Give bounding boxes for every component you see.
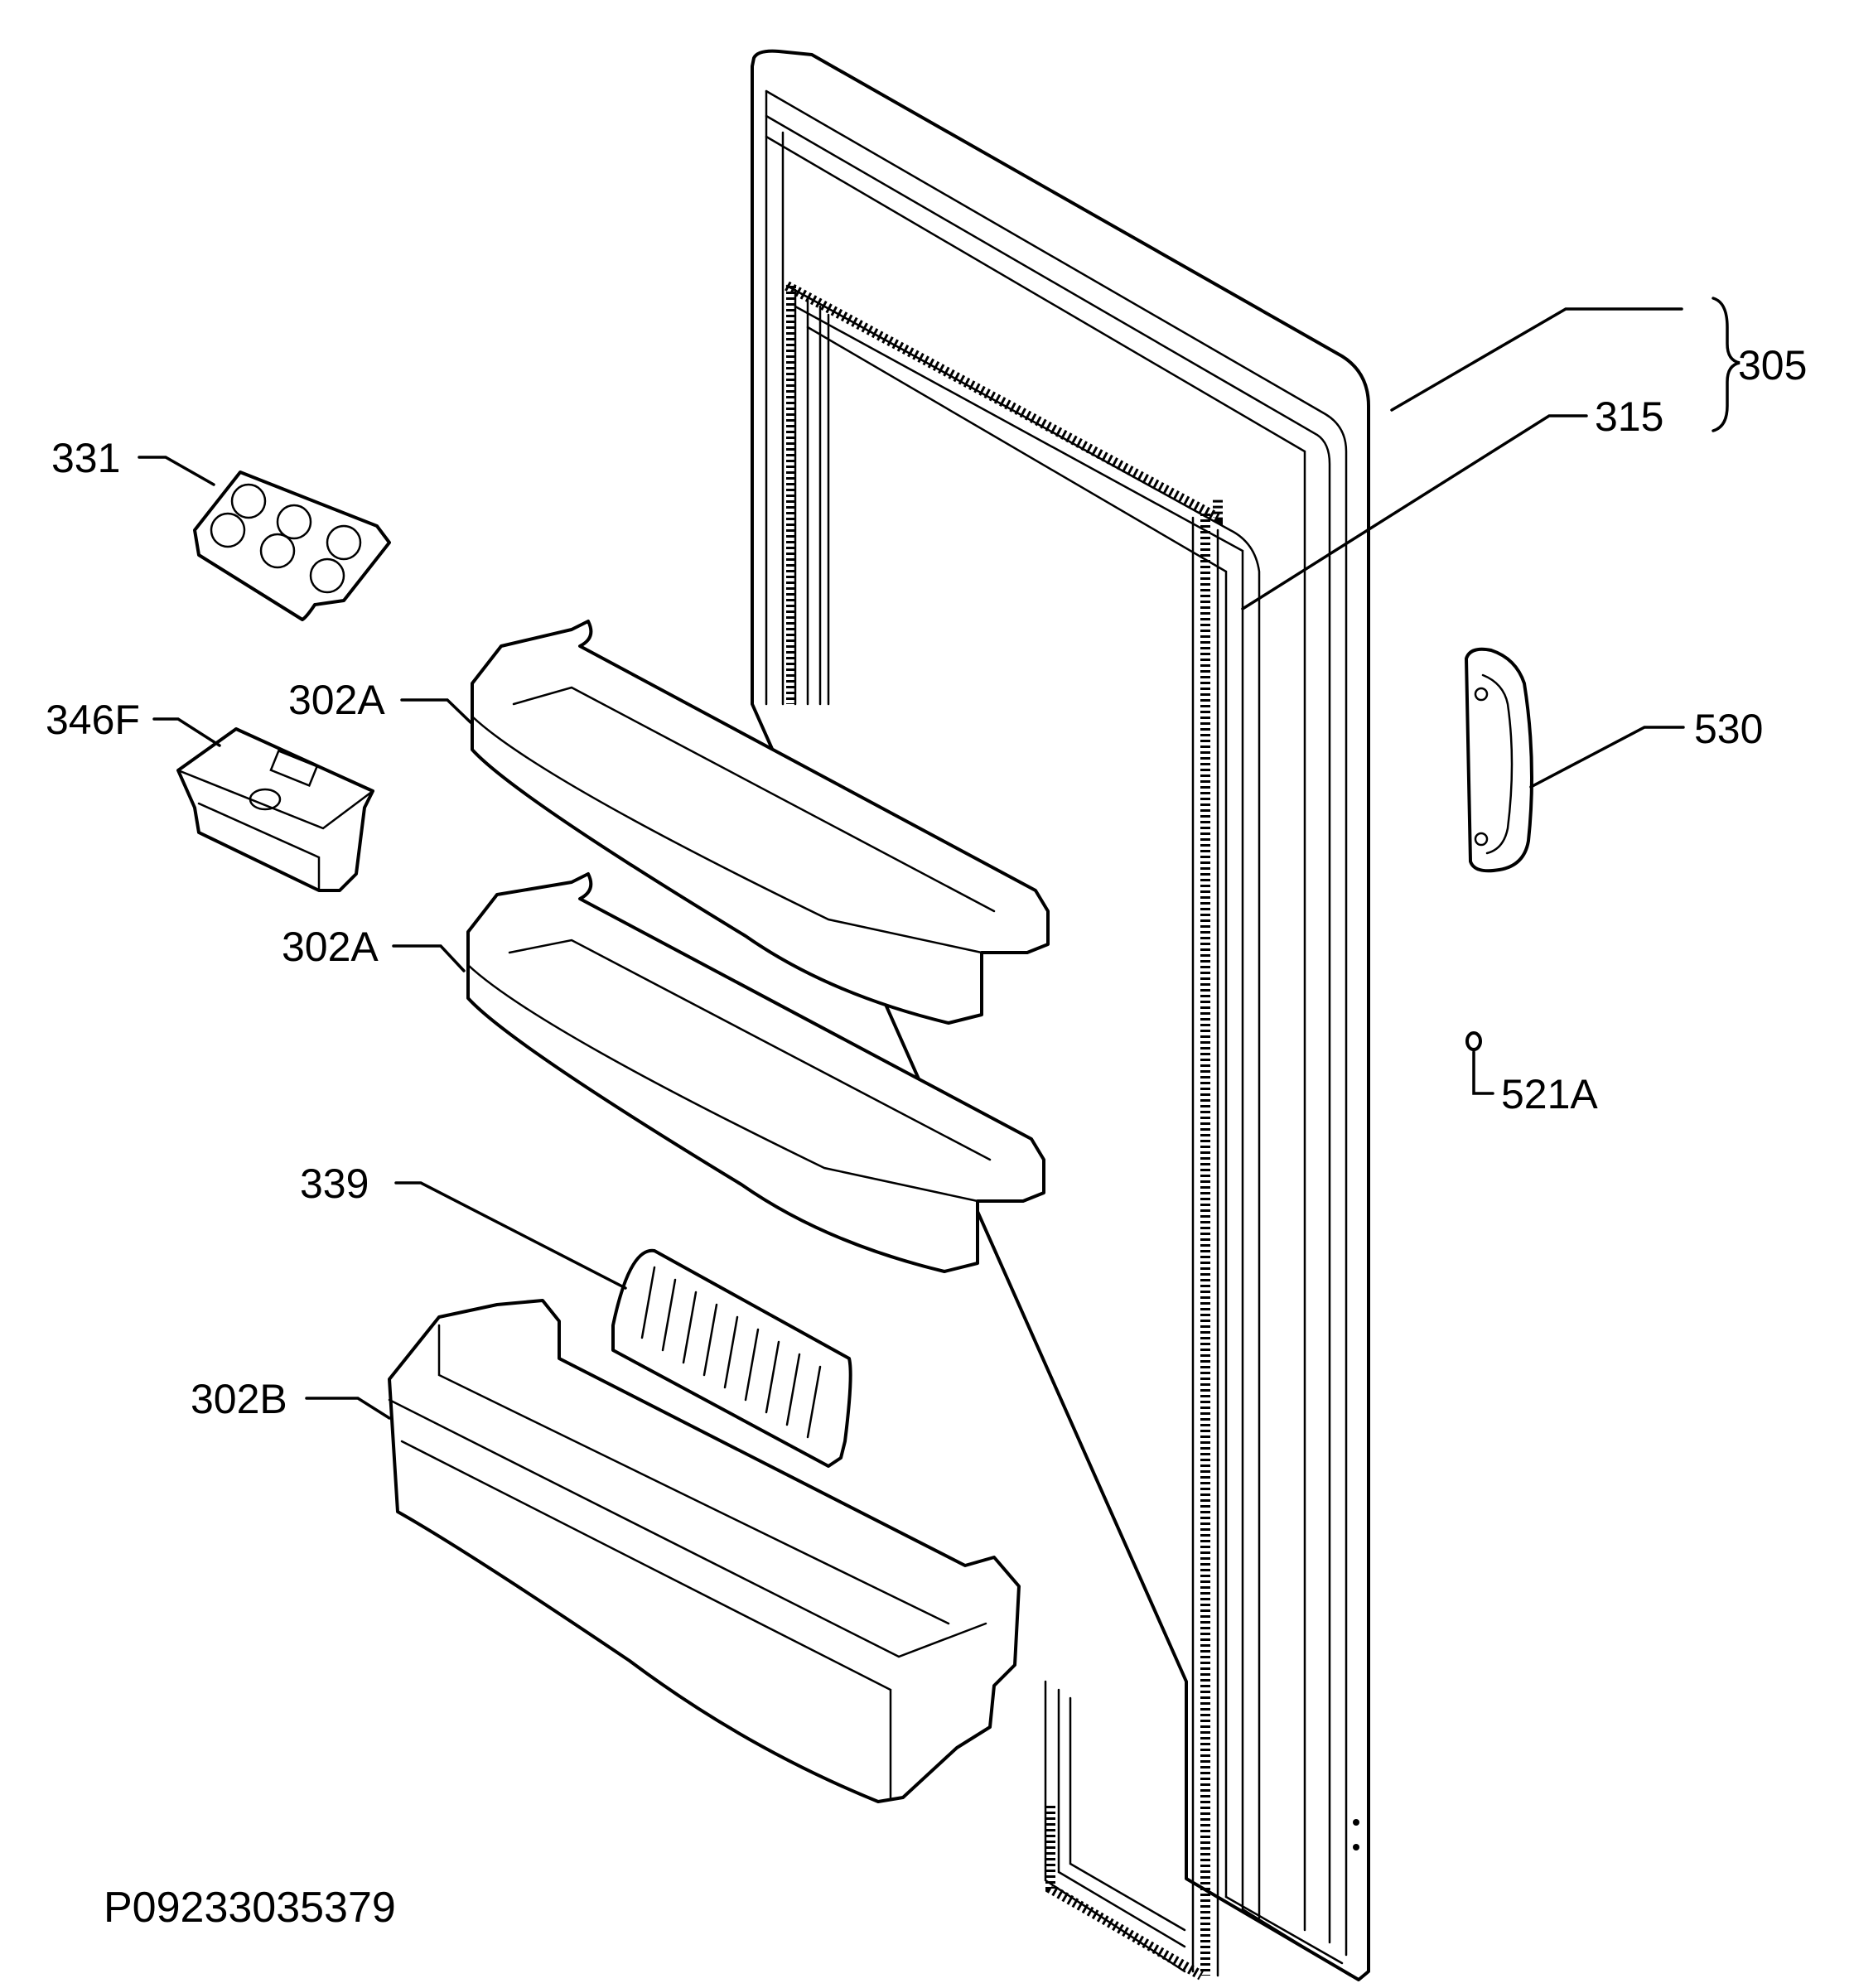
door-shelf-middle-body — [466, 872, 1045, 1273]
label-305: 305 — [1738, 342, 1807, 388]
handle-body — [1465, 647, 1533, 873]
divider-rib-4 — [702, 1303, 718, 1377]
gasket-seal — [785, 281, 1223, 1981]
door-bottom-edge — [1241, 1908, 1352, 1977]
door-outer-panel — [751, 49, 1370, 1981]
dairy-compartment-front — [197, 802, 321, 892]
dairy-compartment-badge — [269, 749, 319, 788]
door-handle-part — [1465, 647, 1533, 873]
screw-plug — [1465, 1031, 1482, 1051]
brace-305 — [1712, 297, 1741, 432]
door-rim-line-1 — [765, 89, 1348, 1957]
egg-cup-4 — [210, 512, 246, 548]
door-inner-recess-3 — [806, 326, 1228, 1899]
egg-tray-body — [193, 470, 391, 621]
label-331: 331 — [51, 435, 120, 481]
leader-302a-top — [400, 698, 472, 724]
label-302a-mid: 302A — [282, 924, 379, 970]
label-521a: 521A — [1501, 1071, 1598, 1117]
egg-cup-6 — [309, 557, 345, 594]
handle-screw-bottom — [1474, 832, 1489, 847]
divider-rib-2 — [661, 1278, 677, 1352]
door-inner-recess-2 — [794, 305, 1244, 1911]
label-530: 530 — [1694, 706, 1763, 752]
divider-rib-8 — [785, 1353, 801, 1426]
label-315: 315 — [1595, 393, 1663, 440]
door-shelf-top-inner — [512, 686, 996, 913]
divider-rib-5 — [723, 1315, 739, 1389]
handle-screw-top — [1474, 687, 1489, 702]
dairy-compartment-knob — [249, 788, 282, 811]
leader-339 — [394, 1181, 627, 1290]
leader-305 — [1390, 307, 1683, 412]
leader-521a — [1472, 1050, 1494, 1095]
leader-346f — [152, 717, 221, 747]
bottle-shelf-part — [388, 1299, 1021, 1803]
divider-rib-1 — [640, 1266, 656, 1339]
door-bottom-edge-2 — [1224, 1895, 1344, 1965]
bottle-shelf-rim — [388, 1398, 987, 1658]
divider-rib-9 — [806, 1365, 822, 1439]
door-shelf-middle-rim — [466, 963, 979, 1203]
egg-cup-5 — [259, 533, 296, 569]
door-lower-inner-left — [1044, 1680, 1186, 1973]
door-rim-line-2 — [765, 114, 1331, 1944]
leader-315 — [1241, 414, 1588, 610]
leader-302a-mid — [392, 944, 466, 972]
door-hinge-dot-1 — [1353, 1819, 1359, 1826]
door-hinge-dot-2 — [1353, 1844, 1359, 1850]
door-shelf-middle-inner — [508, 939, 992, 1161]
dairy-compartment-lid-edge — [176, 769, 374, 830]
divider-rib-3 — [682, 1291, 698, 1364]
egg-cup-3 — [326, 524, 362, 561]
leader-lines — [138, 297, 1741, 1420]
handle-inner-grip — [1481, 673, 1514, 855]
divider-rib-6 — [744, 1328, 760, 1402]
door-shelf-top-part — [471, 620, 1050, 1025]
label-346f: 346F — [46, 697, 140, 743]
bottle-divider-part — [611, 1248, 852, 1468]
bottle-shelf-front — [400, 1440, 892, 1799]
leader-302b — [305, 1397, 391, 1420]
egg-cup-2 — [276, 504, 312, 540]
dairy-compartment-part — [176, 727, 374, 892]
door-rim-line-3 — [765, 135, 1306, 1932]
bottle-divider-body — [611, 1248, 852, 1468]
label-302b: 302B — [191, 1376, 287, 1422]
door-lower-inner-left-3 — [1069, 1696, 1186, 1932]
callout-labels: 305 315 331 346F 302A 302A 530 521A 339 … — [46, 342, 1807, 1422]
egg-tray-part — [193, 470, 391, 621]
door-inner-recess — [785, 284, 1261, 1919]
bottle-shelf-inner-back — [437, 1324, 950, 1625]
door-shelf-top-rim — [471, 715, 983, 954]
egg-cup-1 — [230, 483, 267, 519]
leader-331 — [138, 456, 215, 486]
door-lower-inner-left-2 — [1057, 1688, 1186, 1948]
door-shelf-top-body — [471, 620, 1050, 1025]
divider-rib-7 — [765, 1340, 780, 1414]
diagram-reference-code: P09233035379 — [104, 1884, 396, 1932]
label-302a-top: 302A — [288, 677, 385, 723]
door-gasket — [785, 281, 1223, 1981]
screw-plug-part — [1465, 1031, 1482, 1051]
bottle-shelf-body — [388, 1299, 1021, 1803]
leader-530 — [1529, 726, 1685, 789]
door-shelf-middle-part — [466, 872, 1045, 1273]
label-339: 339 — [300, 1160, 369, 1207]
